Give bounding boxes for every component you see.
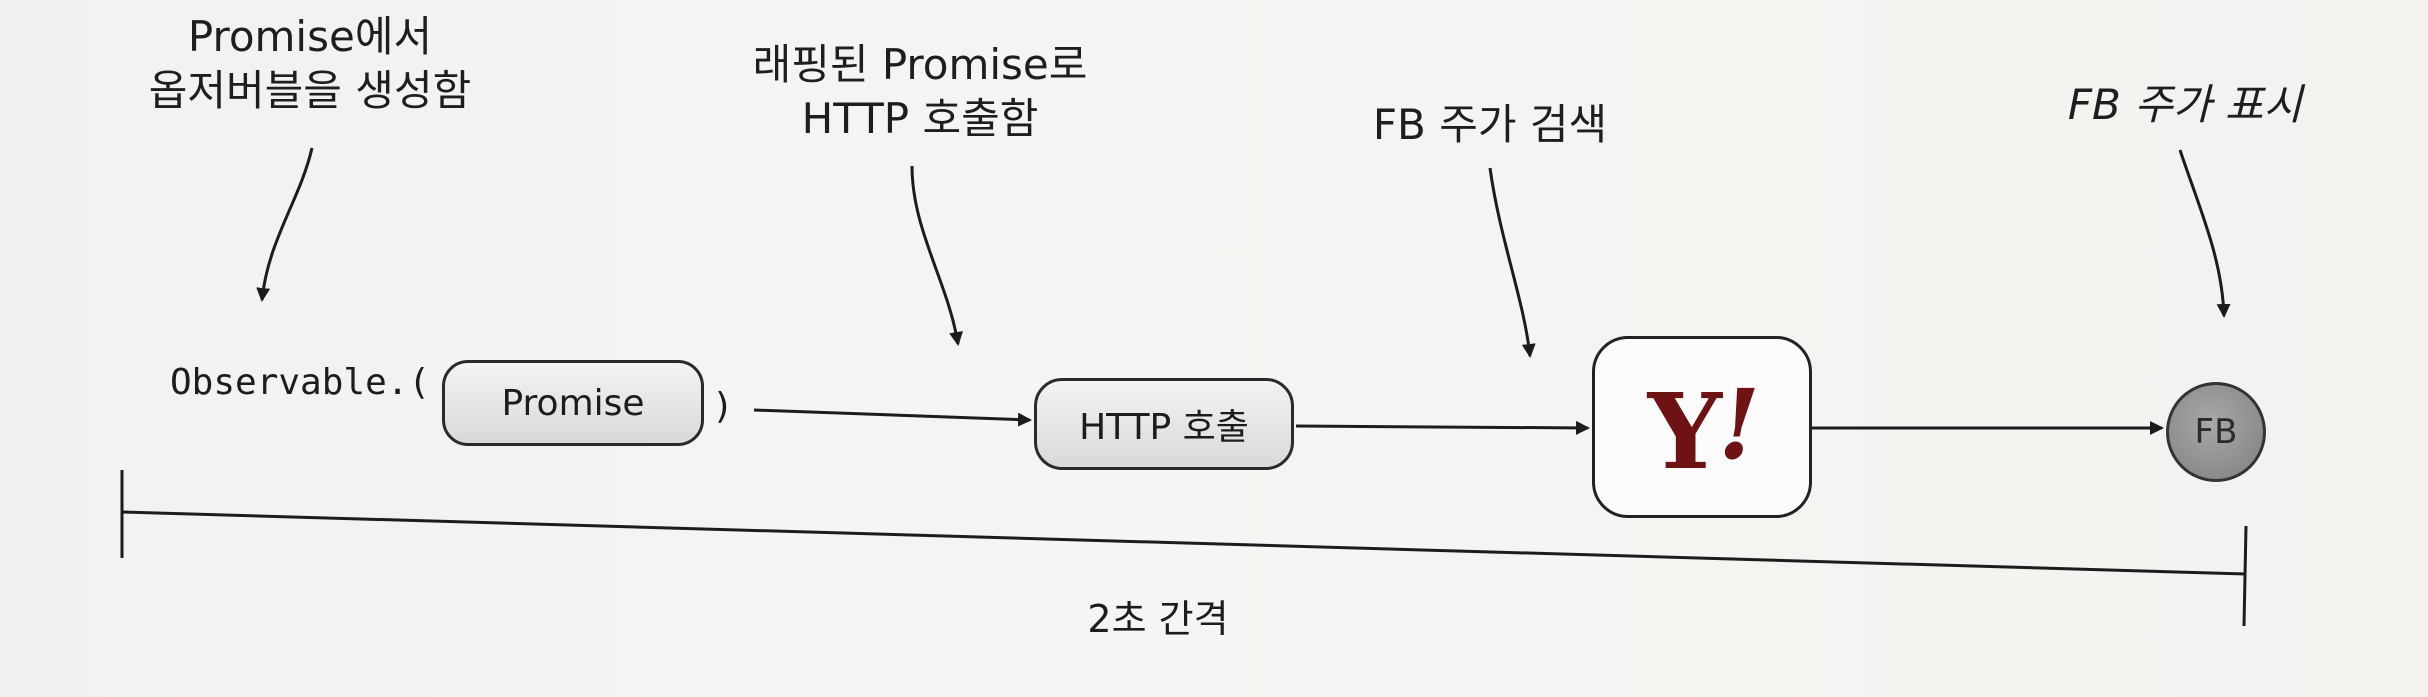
http-call-node: HTTP 호출: [1034, 378, 1294, 470]
timeline-bar: [121, 510, 2247, 576]
timeline-end-tick: [2242, 525, 2248, 627]
flow-arrow-to-http: [753, 408, 1032, 427]
caption-observer-creation-line1: Promise에서: [187, 12, 433, 61]
caption-http-call: 래핑된 Promise로 HTTP 호출함: [730, 38, 1110, 146]
fb-node: FB: [2166, 382, 2266, 482]
caption-observer-creation: Promise에서 옵저버블을 생성함: [130, 10, 490, 118]
caption-fb-fetch-line1: FB 주가 검색: [1372, 100, 1608, 149]
caption-fb-display-line1: FB 주가 표시: [2067, 80, 2303, 129]
flow-arrow-to-yahoo: [1295, 420, 1590, 435]
observable-prefix: Observable.(: [170, 362, 431, 403]
caption-http-call-line2: HTTP 호출함: [801, 94, 1039, 143]
callout-arrow-fb-fetch: [1488, 167, 1536, 358]
callout-arrow-observer-creation: [256, 147, 314, 302]
closing-paren: ): [712, 386, 734, 427]
promise-node: Promise: [442, 360, 704, 446]
caption-fb-display: FB 주가 표시: [2040, 78, 2330, 132]
caption-fb-fetch: FB 주가 검색: [1340, 98, 1640, 152]
caption-http-call-line1: 래핑된 Promise로: [752, 40, 1088, 89]
callout-arrow-fb-display: [2178, 149, 2231, 318]
yahoo-logo-letter: Y: [1647, 369, 1722, 493]
fb-node-label: FB: [2194, 412, 2238, 452]
promise-node-label: Promise: [501, 382, 645, 424]
yahoo-logo: Y!: [1648, 376, 1760, 484]
caption-observer-creation-line2: 옵저버블을 생성함: [148, 66, 472, 115]
yahoo-node: Y!: [1592, 336, 1812, 518]
yahoo-logo-bang: !: [1718, 367, 1760, 481]
callout-arrow-http-call: [910, 165, 963, 346]
timeline-interval-label: 2초 간격: [1087, 597, 1229, 641]
http-call-node-label: HTTP 호출: [1079, 407, 1249, 448]
